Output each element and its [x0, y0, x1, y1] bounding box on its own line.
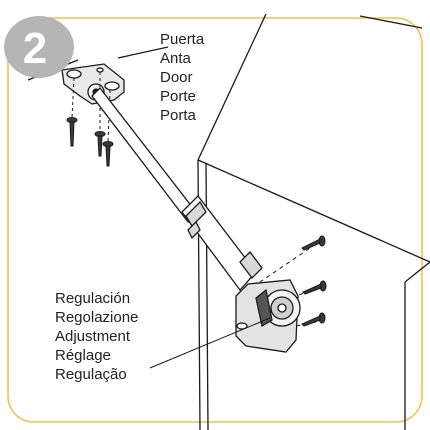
panel-frame — [7, 17, 423, 423]
screw-icon — [66, 117, 78, 147]
adjustment-label-group: Regulación Regolazione Adjustment Réglag… — [55, 289, 138, 384]
adjustment-label-it: Regolazione — [55, 309, 139, 326]
stay-arm — [91, 87, 263, 292]
adjustment-mechanism — [235, 279, 301, 353]
door-label-es: Puerta — [160, 31, 205, 48]
door-label-group: Puerta Anta Door Porte Porta — [160, 30, 204, 125]
door-label-fr: Porte — [160, 88, 196, 105]
screw-icon — [94, 131, 106, 157]
adjustment-label-en: Adjustment — [55, 328, 131, 345]
adjustment-leader-line — [149, 317, 271, 369]
step-badge: 2 — [4, 16, 74, 78]
door-label-en: Door — [160, 69, 193, 86]
adjustment-label-es: Regulación — [55, 290, 131, 307]
screw-icon — [302, 280, 327, 295]
screw-icon — [102, 141, 114, 167]
door-label-pt: Porta — [160, 107, 196, 124]
screw-icon — [301, 312, 326, 327]
adjustment-label-pt: Regulação — [55, 366, 127, 383]
door-label-it: Anta — [160, 50, 191, 67]
adjustment-label-fr: Réglage — [55, 347, 111, 364]
screw-icon — [301, 235, 326, 251]
step-number: 2 — [22, 24, 48, 73]
